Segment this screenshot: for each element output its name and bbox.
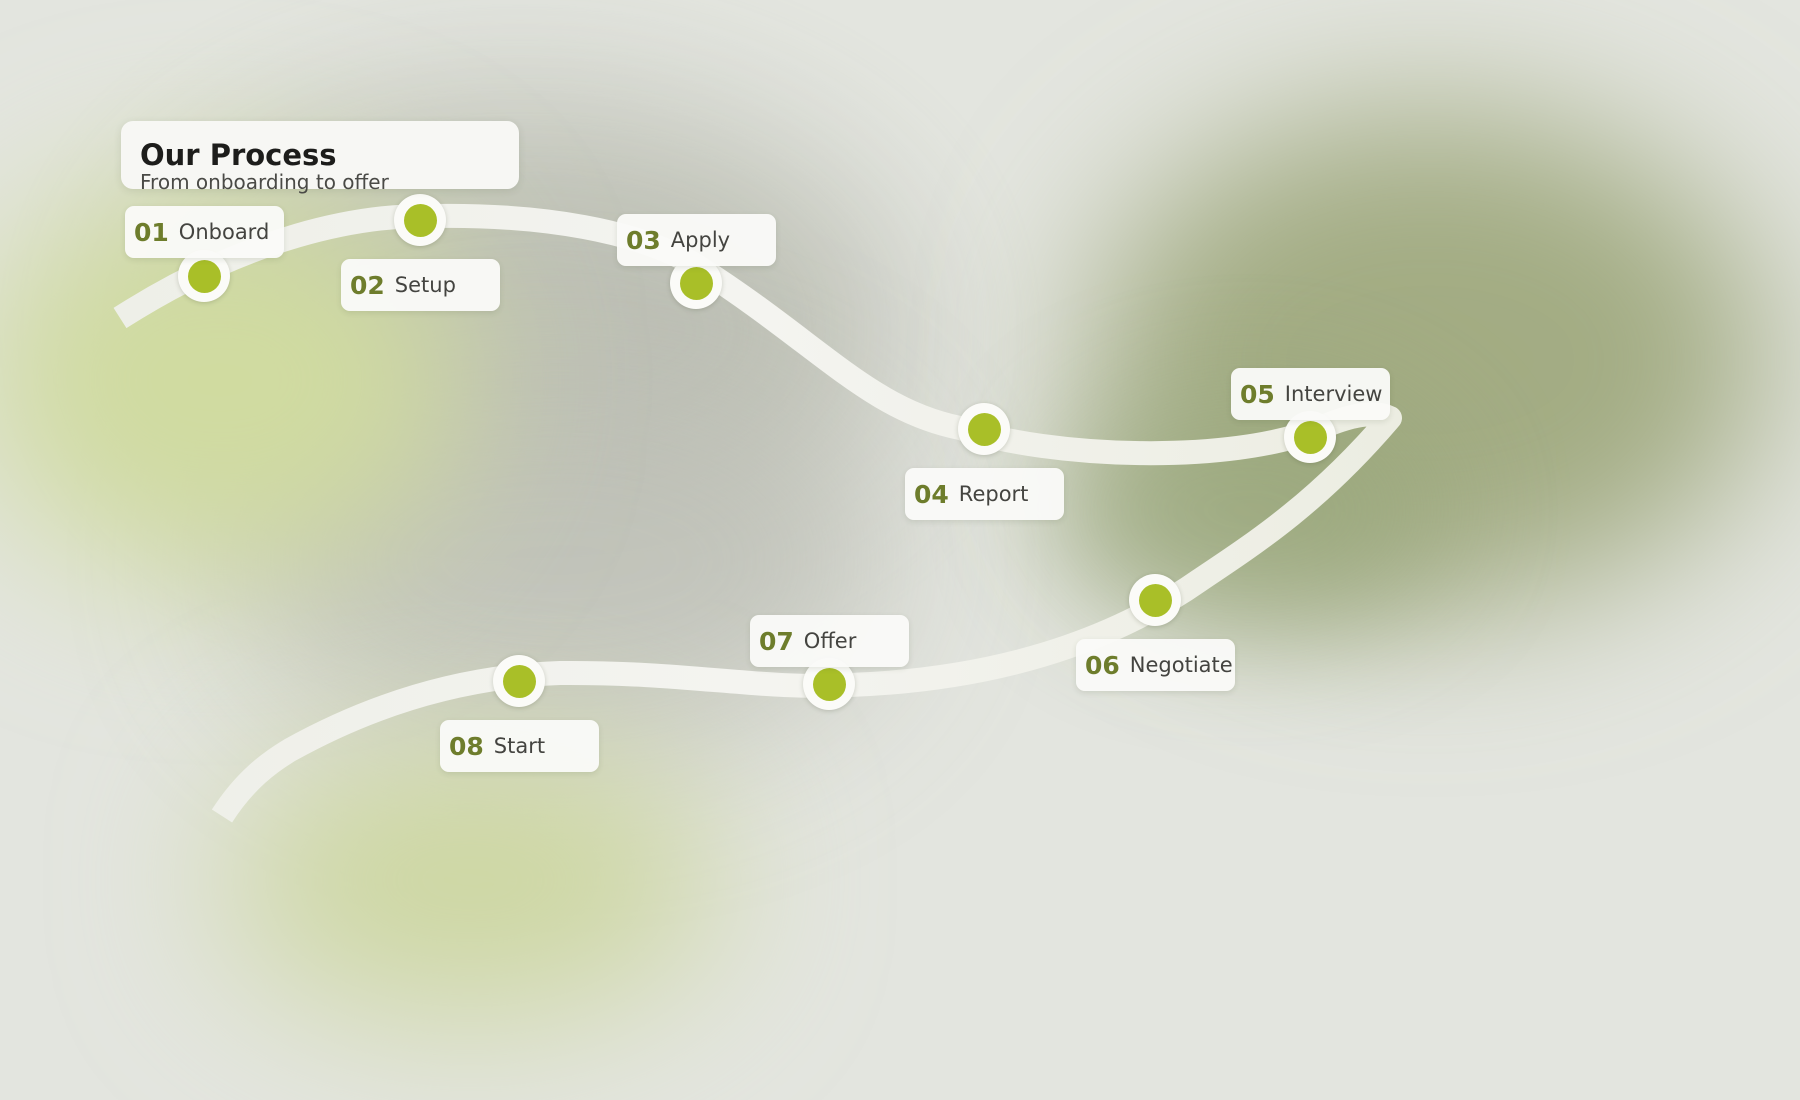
step-name: Offer bbox=[803, 629, 857, 653]
diagram-title: Our Process bbox=[140, 138, 337, 172]
title-card: Our Process From onboarding to offer bbox=[121, 121, 519, 193]
step-number: 07 bbox=[759, 626, 794, 656]
step-number: 02 bbox=[350, 270, 385, 300]
step-node-01[interactable] bbox=[178, 250, 230, 302]
step-number: 03 bbox=[626, 225, 661, 255]
step-dot bbox=[679, 266, 713, 300]
step-name: Onboard bbox=[178, 220, 270, 244]
step-number: 04 bbox=[914, 479, 949, 509]
step-name: Report bbox=[958, 482, 1029, 506]
step-label-01[interactable]: 01 Onboard bbox=[125, 206, 284, 258]
step-number: 01 bbox=[134, 217, 169, 247]
step-name: Start bbox=[493, 734, 546, 758]
step-label-02[interactable]: 02 Setup bbox=[341, 259, 500, 311]
step-label-03[interactable]: 03 Apply bbox=[617, 214, 776, 266]
step-node-08[interactable] bbox=[493, 655, 545, 707]
diagram-subtitle: From onboarding to offer bbox=[140, 170, 389, 194]
green-blob bbox=[220, 740, 720, 1020]
step-node-06[interactable] bbox=[1129, 574, 1181, 626]
step-number: 08 bbox=[449, 731, 484, 761]
step-label-07[interactable]: 07 Offer bbox=[750, 615, 909, 667]
step-dot bbox=[1293, 420, 1327, 454]
step-dot bbox=[967, 412, 1001, 446]
step-label-08[interactable]: 08 Start bbox=[440, 720, 599, 772]
step-name: Interview bbox=[1284, 382, 1383, 406]
process-path bbox=[113, 203, 1402, 823]
step-label-06[interactable]: 06 Negotiate bbox=[1076, 639, 1235, 691]
step-dot bbox=[187, 259, 221, 293]
step-name: Apply bbox=[670, 228, 731, 252]
step-dot bbox=[812, 667, 846, 701]
step-name: Setup bbox=[394, 273, 456, 297]
step-dot bbox=[1138, 583, 1172, 617]
step-node-04[interactable] bbox=[958, 403, 1010, 455]
step-dot bbox=[502, 664, 536, 698]
step-label-04[interactable]: 04 Report bbox=[905, 468, 1064, 520]
step-dot bbox=[403, 203, 437, 237]
step-label-05[interactable]: 05 Interview bbox=[1231, 368, 1390, 420]
step-name: Negotiate bbox=[1129, 653, 1233, 677]
step-node-02[interactable] bbox=[394, 194, 446, 246]
step-number: 06 bbox=[1085, 650, 1120, 680]
step-number: 05 bbox=[1240, 379, 1275, 409]
